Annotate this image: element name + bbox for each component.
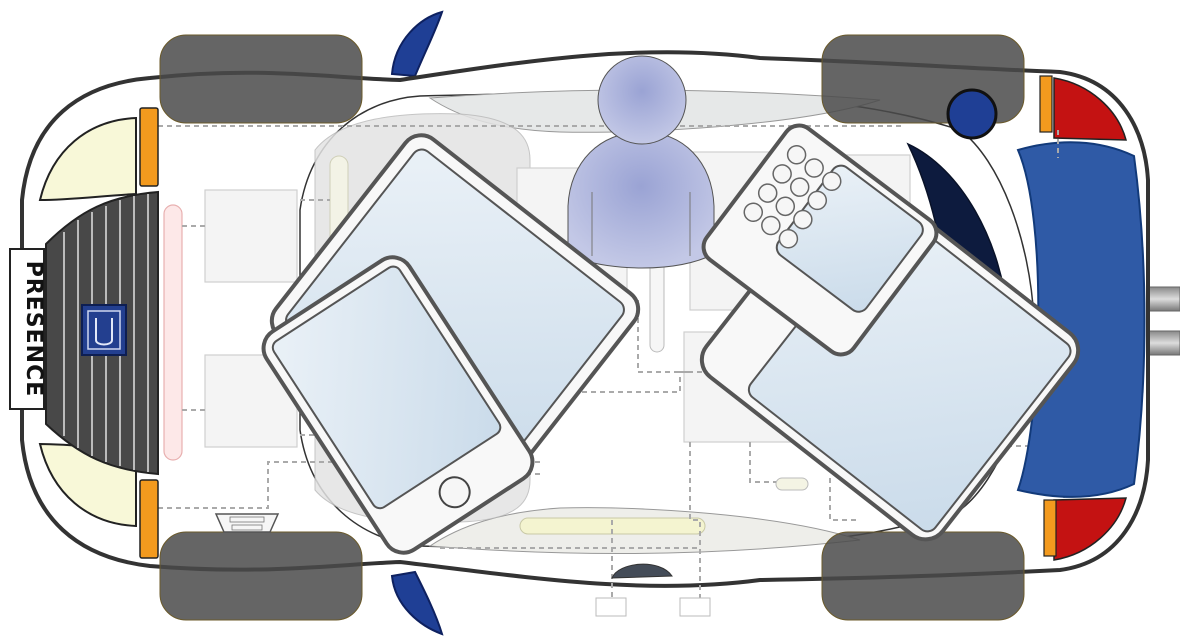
tail-light-bottom (1053, 497, 1127, 561)
mirror-right (390, 570, 444, 636)
mirror-left (390, 10, 444, 78)
fuel-cap (946, 88, 998, 140)
tail-light-top (1053, 77, 1127, 141)
tire-front-left (159, 34, 363, 124)
driver-silhouette-icon (567, 55, 715, 269)
tire-front-right (159, 531, 363, 621)
brand-emblem-icon (81, 304, 127, 356)
turn-signal-front-bottom (139, 479, 159, 559)
bottom-connectors (595, 597, 711, 617)
phone-home-button (438, 476, 471, 509)
tire-rear-right (821, 531, 1025, 621)
turn-signal-rear-top (1039, 75, 1053, 133)
keypad-buttons (743, 144, 842, 249)
turn-signal-front-top (139, 107, 159, 187)
smartphone-left (261, 255, 535, 555)
license-plate: PRESENCE (9, 248, 46, 410)
keypad-phone (701, 123, 939, 357)
gear-shifter (611, 563, 673, 579)
obd-port-icon (214, 513, 280, 533)
license-plate-text: PRESENCE (21, 261, 46, 398)
turn-signal-rear-bottom (1043, 499, 1057, 557)
headlight-top (38, 116, 137, 202)
